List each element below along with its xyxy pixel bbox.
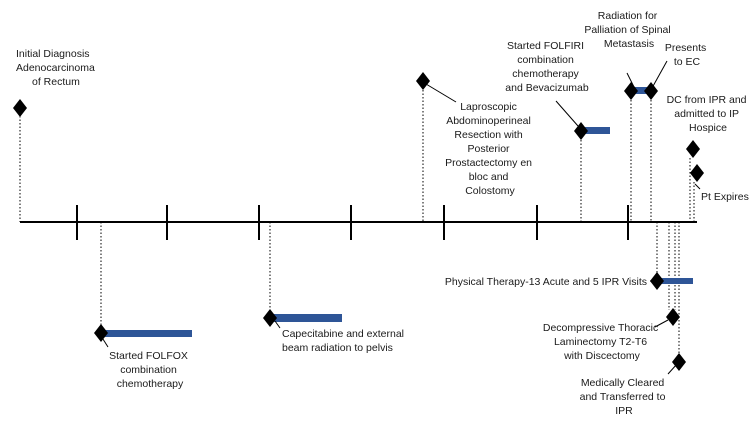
callout-line xyxy=(651,60,668,89)
label-line: Laminectomy T2-T6 xyxy=(554,336,647,348)
callout-line xyxy=(274,320,281,329)
event-markers xyxy=(13,72,704,371)
timeline-ticks xyxy=(76,205,629,240)
event-label-decompressive-laminectomy: Decompressive Thoracic Laminectomy T2-T6… xyxy=(543,322,661,362)
label-line: Adenocarcinoma xyxy=(16,62,95,74)
label-line: Started FOLFIRI xyxy=(507,40,584,52)
callout-line xyxy=(654,319,669,328)
label-line: Medically Cleared xyxy=(581,377,665,389)
label-line: bloc and xyxy=(469,171,509,183)
label-line: Palliation of Spinal xyxy=(584,24,670,36)
folfox-duration-bar xyxy=(104,330,192,337)
diamond-marker xyxy=(666,308,680,326)
label-line: DC from IPR and xyxy=(667,94,747,106)
event-label-presents-ec: Presents to EC xyxy=(665,42,709,68)
physical-therapy-duration-bar xyxy=(660,278,693,284)
label-line: to EC xyxy=(674,56,701,68)
label-line: combination xyxy=(517,54,574,66)
label-line: Hospice xyxy=(689,122,727,134)
event-label-medically-cleared: Medically Cleared and Transferred to IPR xyxy=(580,377,669,417)
label-line: admitted to IP xyxy=(674,108,739,120)
event-label-started-folfox: Started FOLFOX combination chemotherapy xyxy=(109,350,191,390)
diamond-marker xyxy=(574,122,588,140)
diamond-marker xyxy=(263,309,277,327)
event-label-initial-diagnosis: Initial Diagnosis Adenocarcinoma of Rect… xyxy=(16,48,98,88)
label-line: Capecitabine and external xyxy=(282,328,404,340)
callout-line xyxy=(425,83,457,103)
diamond-marker xyxy=(650,272,664,290)
label-line: beam radiation to pelvis xyxy=(282,342,393,354)
label-line: chemotherapy xyxy=(512,68,579,80)
label-line: chemotherapy xyxy=(117,378,184,390)
label-line: and Bevacizumab xyxy=(505,82,589,94)
label-line: Initial Diagnosis xyxy=(16,48,90,60)
event-connectors xyxy=(19,90,695,355)
event-label-radiation-spinal: Radiation for Palliation of Spinal Metas… xyxy=(584,10,673,50)
label-line: Abdominoperineal xyxy=(446,115,531,127)
diamond-marker xyxy=(690,164,704,182)
label-line: Presents xyxy=(665,42,706,54)
label-line: Resection with xyxy=(454,129,522,141)
callout-line xyxy=(694,183,701,190)
diamond-marker xyxy=(94,324,108,342)
label-line: and Transferred to xyxy=(580,391,666,403)
event-label-capecitabine: Capecitabine and external beam radiation… xyxy=(282,328,407,354)
diamond-marker xyxy=(644,82,658,100)
diamond-marker xyxy=(672,353,686,371)
label-line: Radiation for xyxy=(598,10,658,22)
capecitabine-duration-bar xyxy=(274,314,342,322)
label-line: Prostactectomy en xyxy=(445,157,532,169)
diamond-marker xyxy=(686,140,700,158)
label-line: of Rectum xyxy=(32,76,80,88)
label-line: IPR xyxy=(615,405,633,417)
duration-bars xyxy=(104,87,693,337)
folfiri-duration-bar xyxy=(584,127,610,134)
event-label-dc-from-ipr: DC from IPR and admitted to IP Hospice xyxy=(667,94,750,134)
label-line: combination xyxy=(120,364,177,376)
label-line: Colostomy xyxy=(465,185,515,197)
label-line: Posterior xyxy=(468,143,511,155)
diamond-marker xyxy=(416,72,430,90)
radiation-duration-bar xyxy=(634,87,650,94)
event-label-pt-expires: Pt Expires xyxy=(701,191,749,203)
event-label-physical-therapy: Physical Therapy-13 Acute and 5 IPR Visi… xyxy=(445,276,647,288)
label-line: Pt Expires xyxy=(701,191,749,203)
label-line: with Discectomy xyxy=(563,350,641,362)
label-line: Metastasis xyxy=(604,38,654,50)
label-line: Laproscopic xyxy=(460,101,517,113)
event-label-apr-surgery: Laproscopic Abdominoperineal Resection w… xyxy=(445,101,535,197)
diamond-marker xyxy=(624,82,638,100)
label-line: Started FOLFOX xyxy=(109,350,188,362)
label-line: Decompressive Thoracic xyxy=(543,322,658,334)
callout-line xyxy=(555,100,579,127)
event-label-started-folfiri: Started FOLFIRI combination chemotherapy… xyxy=(505,40,589,94)
diamond-marker xyxy=(13,99,27,117)
label-line: Physical Therapy-13 Acute and 5 IPR Visi… xyxy=(445,276,647,288)
